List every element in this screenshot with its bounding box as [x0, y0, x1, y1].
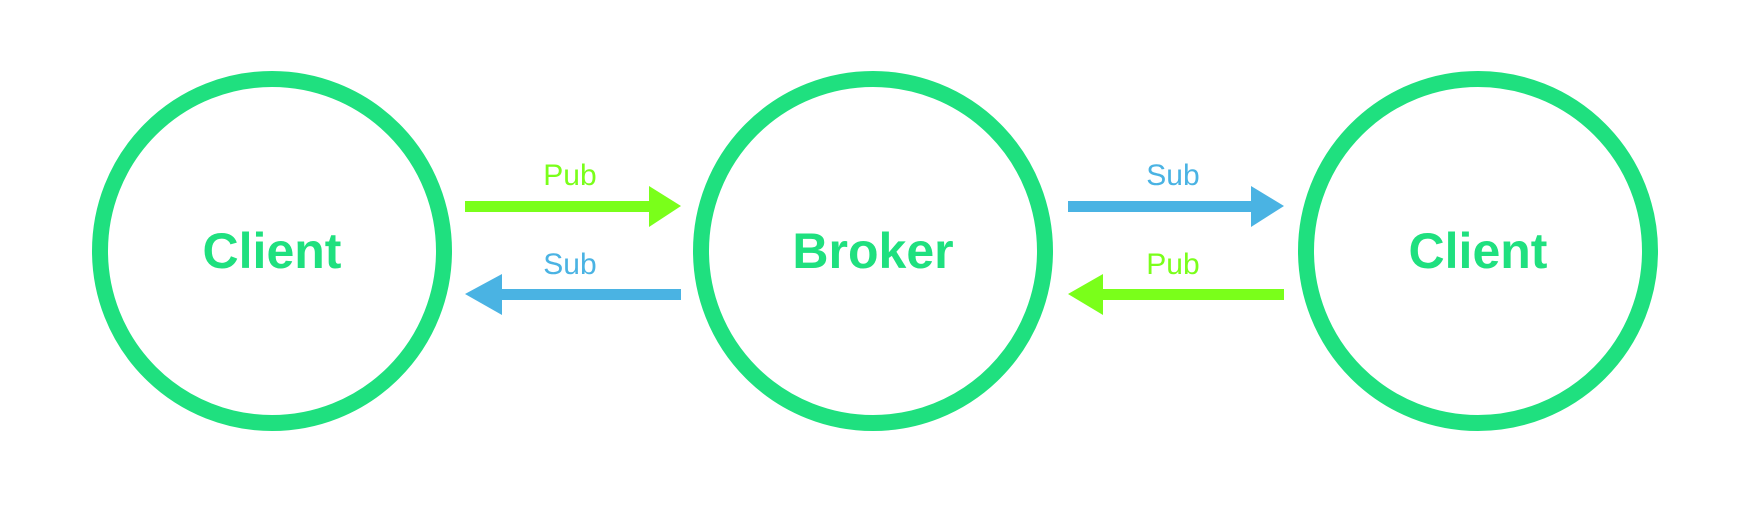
client-node-left-ring [92, 71, 452, 431]
pub-arrow-left-label: Pub [543, 159, 596, 192]
sub-arrow-right-head [1251, 186, 1284, 227]
sub-arrow-broker-to-left: Sub [465, 248, 681, 315]
pub-arrow-left-head [649, 186, 681, 227]
pub-arrow-right-shaft [1097, 289, 1284, 300]
pub-arrow-right-label: Pub [1146, 248, 1199, 281]
pub-arrow-left-to-broker: Pub [465, 159, 681, 227]
broker-node-label: Broker [792, 223, 953, 279]
pub-arrow-right-head [1068, 274, 1103, 315]
broker-node: Broker [693, 71, 1053, 431]
pub-arrow-right-to-broker: Pub [1068, 248, 1284, 315]
client-node-right: Client [1298, 71, 1658, 431]
sub-arrow-left-shaft [496, 289, 681, 300]
sub-arrow-right-label: Sub [1146, 159, 1199, 192]
client-node-left-label: Client [203, 223, 342, 279]
sub-arrow-left-label: Sub [543, 248, 596, 281]
client-node-right-label: Client [1409, 223, 1548, 279]
client-node-left: Client [92, 71, 452, 431]
pub-arrow-left-shaft [465, 201, 655, 212]
broker-node-ring [693, 71, 1053, 431]
sub-arrow-left-head [465, 274, 502, 315]
sub-arrow-broker-to-right: Sub [1068, 159, 1284, 227]
sub-arrow-right-shaft [1068, 201, 1258, 212]
client-node-right-ring [1298, 71, 1658, 431]
